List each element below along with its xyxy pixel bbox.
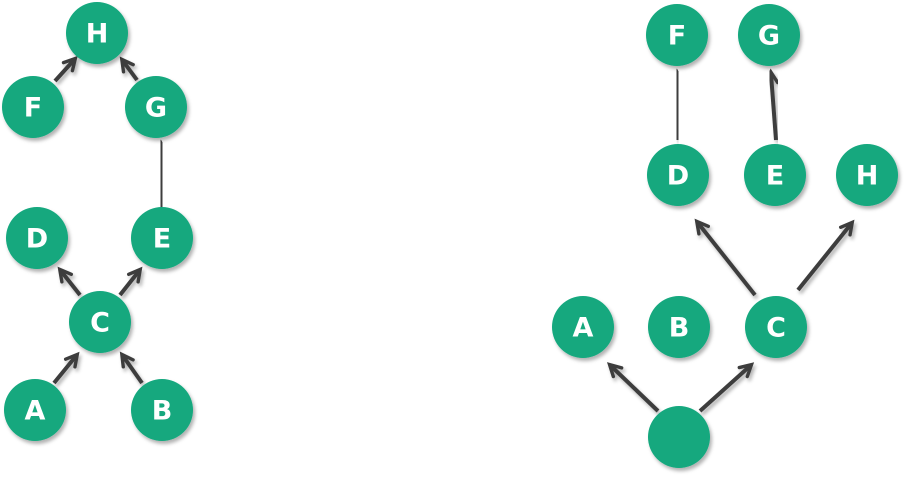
after-graph-node-circle-F — [646, 4, 708, 66]
before-graph-edge-C-to-D — [57, 266, 82, 297]
before-graph-node-circle-G — [125, 76, 187, 138]
after-graph-node-D: D — [647, 144, 709, 206]
after-graph-node-G: G — [738, 4, 800, 66]
after-graph-node-label-A: A — [573, 313, 594, 344]
before-graph-node-E: E — [131, 207, 193, 269]
after-graph-node-label-C: C — [766, 313, 786, 344]
after-graph-node-label-E: E — [766, 161, 784, 192]
before-graph-node-circle-A — [4, 379, 66, 441]
after-graph-edge-D-to-F — [669, 68, 685, 141]
after-graph-node-label-B: B — [669, 313, 690, 344]
before-graph-node-A: A — [4, 379, 66, 441]
before-graph-node-G: G — [125, 76, 187, 138]
after-graph-node-circle-G — [738, 4, 800, 66]
after-graph-edge-root-to-A — [606, 362, 660, 413]
after-graph-node-circle-H — [836, 144, 898, 206]
after-graph-edge-root-to-C — [698, 362, 755, 413]
after-graph-node-circle-D — [647, 144, 709, 206]
before-graph-edge-A-to-C — [52, 351, 80, 385]
before-graph-edge-B-to-C — [119, 351, 144, 385]
after-graph-node-F: F — [646, 4, 708, 66]
before-graph-edge-F-to-H — [53, 55, 78, 83]
after-graph-node-label-G: G — [758, 21, 780, 52]
before-graph-node-circle-B — [131, 379, 193, 441]
after-graph-node-circle-B — [648, 296, 710, 358]
after-graph-node-label-H: H — [856, 161, 879, 192]
before-graph-node-B: B — [131, 379, 193, 441]
before-graph-node-label-D: D — [26, 224, 48, 255]
after-graph-edge-C-to-H — [796, 219, 855, 292]
before-graph-node-label-E: E — [153, 224, 171, 255]
before-graph-node-F: F — [2, 76, 64, 138]
after-graph-node-E: E — [744, 144, 806, 206]
after-graph-node-A: A — [552, 296, 614, 358]
after-graph-node-H: H — [836, 144, 898, 206]
before-graph-node-circle-D — [6, 207, 68, 269]
after-graph-node-circle-root — [648, 406, 710, 468]
before-graph-edge-C-to-E — [118, 266, 143, 297]
before-graph-edge-G-to-H — [119, 56, 139, 82]
before-graph-edge-E-to-G — [153, 139, 169, 209]
before-graph-node-C: C — [69, 291, 131, 353]
after-graph-node-label-D: D — [667, 161, 689, 192]
after-graph-node-C: C — [745, 296, 807, 358]
after-graph-node-label-F: F — [668, 21, 686, 52]
before-graph-node-H: H — [66, 2, 128, 64]
after-graph-node-circle-C — [745, 296, 807, 358]
edges-layer — [15, 55, 855, 413]
before-graph-node-label-A: A — [25, 396, 46, 427]
before-graph-node-label-H: H — [86, 19, 109, 50]
before-graph-node-D: D — [6, 207, 68, 269]
after-graph-node-circle-A — [552, 296, 614, 358]
before-graph-node-circle-F — [2, 76, 64, 138]
before-graph-node-label-C: C — [90, 308, 110, 339]
after-graph-edge-C-to-D — [694, 218, 757, 297]
nodes-layer: H F G D E C A B F G D E H A B C — [2, 2, 898, 468]
before-graph-node-label-B: B — [152, 396, 173, 427]
before-graph-node-circle-H — [66, 2, 128, 64]
after-graph-node-B: B — [648, 296, 710, 358]
before-graph-node-label-G: G — [145, 93, 167, 124]
before-graph-node-circle-E — [131, 207, 193, 269]
before-graph-node-circle-C — [69, 291, 131, 353]
after-graph-edge-E-to-G — [763, 68, 780, 141]
after-graph-node-root — [648, 406, 710, 468]
before-graph-node-label-F: F — [24, 93, 42, 124]
after-graph-node-circle-E — [744, 144, 806, 206]
